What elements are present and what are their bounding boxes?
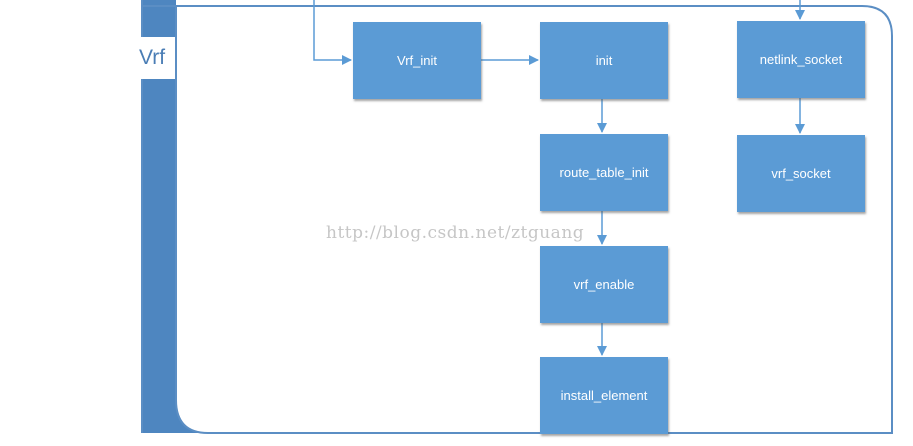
edge-external-to-vrf-init [313,0,352,65]
node-netlink-socket: netlink_socket [737,21,865,98]
group-container-outline [142,5,893,434]
node-label: route_table_init [559,165,649,180]
node-label: Vrf_init [397,53,437,68]
watermark-text: http://blog.csdn.net/ztguang [326,223,585,243]
group-label: Vrf [129,37,175,79]
node-label: vrf_socket [771,166,831,181]
node-label: init [595,53,613,68]
node-vrf-init: Vrf_init [353,22,481,99]
node-init: init [540,22,668,99]
node-vrf-socket: vrf_socket [737,135,865,212]
node-label: netlink_socket [759,52,843,67]
node-vrf-enable: vrf_enable [540,246,668,323]
node-install-element: install_element [540,357,668,434]
group-label-text: Vrf [138,46,166,69]
node-label: vrf_enable [573,277,635,292]
node-route-table-init: route_table_init [540,134,668,211]
node-label: install_element [560,388,648,403]
